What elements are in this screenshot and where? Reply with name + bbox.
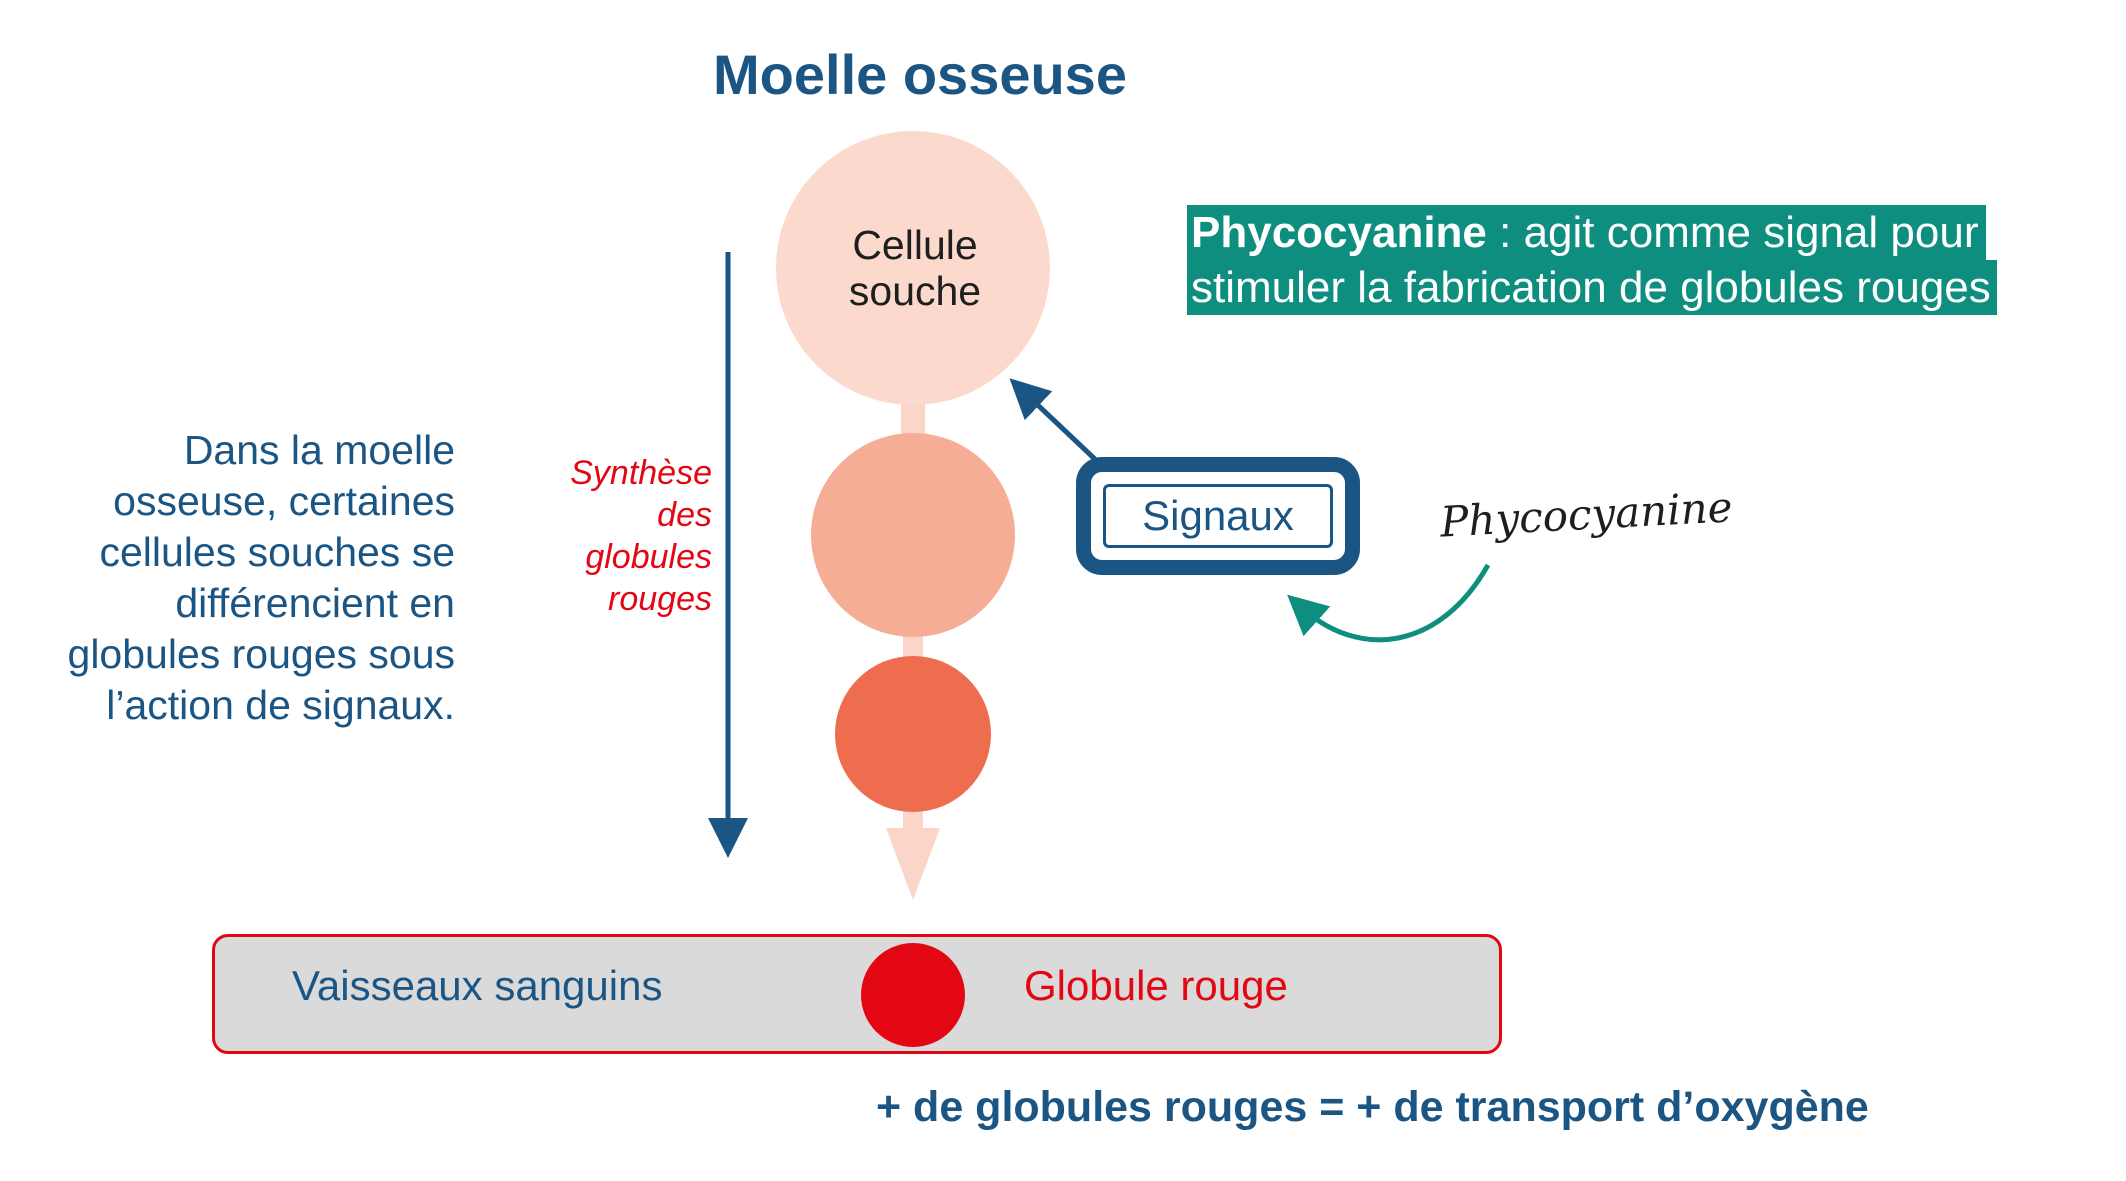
- signals-box: Signaux: [1076, 457, 1360, 575]
- phycocyanin-callout-line2: stimuler la fabrication de globules roug…: [1187, 260, 1997, 315]
- precursor-cell: [835, 656, 991, 812]
- explanation-line: globules rouges sous: [67, 631, 455, 677]
- stem-cell-label-line2: souche: [848, 268, 982, 314]
- synthesis-label: Synthèse des globules rouges: [500, 452, 712, 620]
- blood-vessel: [212, 934, 1502, 1054]
- explanation-line: l’action de signaux.: [106, 682, 455, 728]
- explanation-line: Dans la moelle: [183, 427, 455, 473]
- explanation-line: osseuse, certaines: [113, 478, 455, 524]
- phycocyanin-callout-line1: Phycocyanine : agit comme signal pour: [1187, 205, 1987, 260]
- synthesis-label-line: globules: [585, 538, 712, 576]
- synthesis-label-line: Synthèse: [570, 454, 712, 492]
- signal-arrow: [1009, 378, 1100, 464]
- signals-label: Signaux: [1103, 484, 1333, 548]
- stem-cell-label: Cellule souche: [780, 222, 1050, 314]
- page-title: Moelle osseuse: [713, 43, 1127, 106]
- synthesis-label-line: rouges: [608, 580, 712, 618]
- conclusion-text: + de globules rouges = + de transport d’…: [876, 1083, 1869, 1131]
- stem-cell: [776, 131, 1050, 405]
- explanation-line: cellules souches se: [99, 529, 455, 575]
- vessel-label: Vaisseaux sanguins: [292, 962, 663, 1009]
- red-blood-cell-label: Globule rouge: [1024, 962, 1288, 1009]
- explanation-line: différencient en: [175, 580, 455, 626]
- explanation-text: Dans la moelle osseuse, certaines cellul…: [20, 425, 455, 731]
- phycocyanin-desc-1: : agit comme signal pour: [1486, 208, 1979, 257]
- phycocyanin-arrow: [1287, 563, 1491, 643]
- progenitor-cell: [811, 433, 1015, 637]
- synthesis-label-line: des: [657, 496, 712, 534]
- stem-cell-label-line1: Cellule: [852, 222, 978, 268]
- flow-arrow-down: [886, 828, 940, 900]
- phycocyanin-term: Phycocyanine: [1191, 208, 1487, 257]
- flow-connector-2: [903, 630, 923, 660]
- red-blood-cell: [861, 943, 965, 1047]
